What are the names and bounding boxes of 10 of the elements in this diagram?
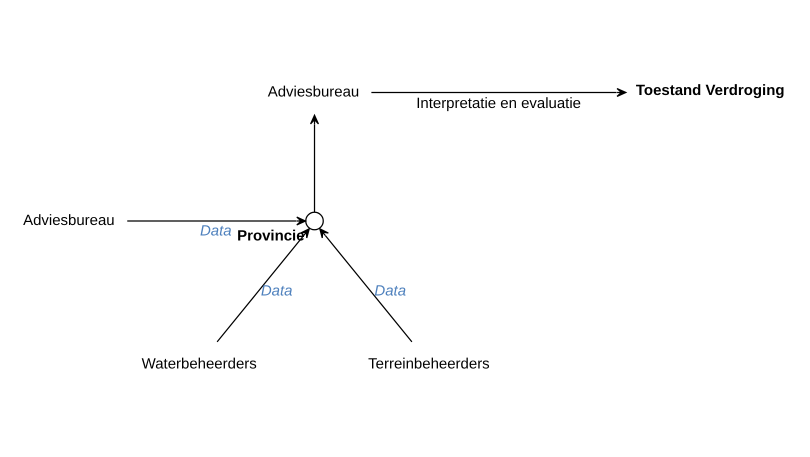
- edge-label: Data: [374, 282, 406, 300]
- node-text: Adviesbureau: [23, 212, 115, 229]
- node-label: Provincie: [237, 227, 305, 244]
- node-text: Waterbeheerders: [142, 355, 257, 372]
- node-text: Adviesbureau: [268, 83, 360, 100]
- node-text: Toestand Verdroging: [636, 82, 784, 100]
- edge-label: Data: [260, 282, 292, 300]
- edge-label: Interpretatie en evaluatie: [416, 95, 582, 112]
- node-text: Terreinbeheerders: [368, 355, 490, 372]
- edge-label: Data: [200, 222, 232, 240]
